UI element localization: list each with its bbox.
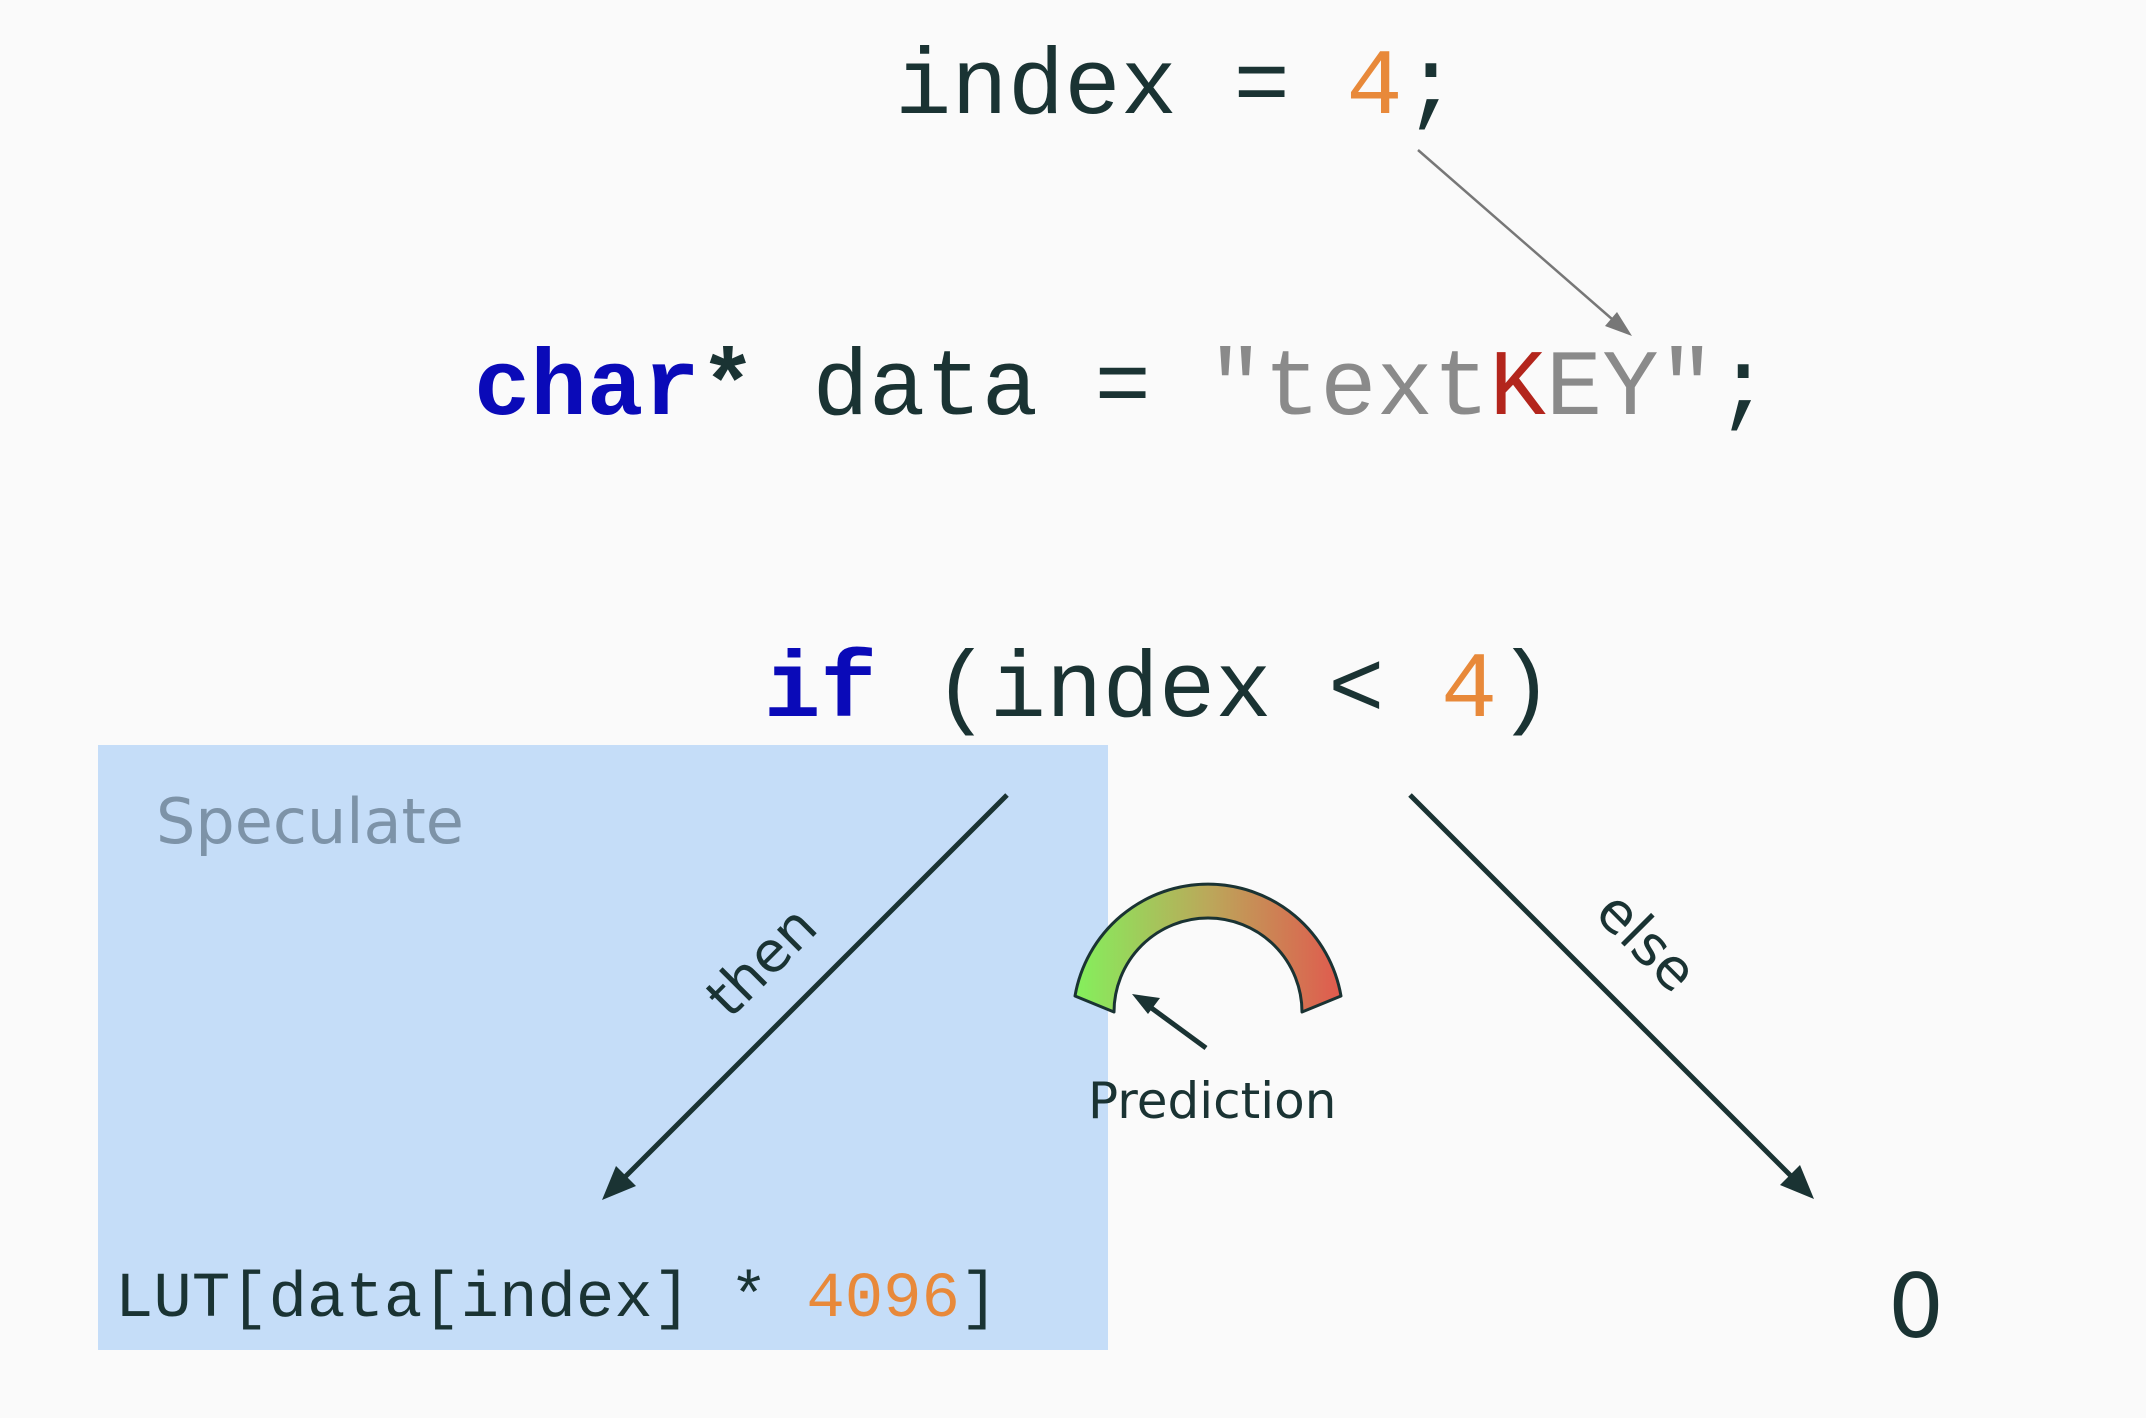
speculate-region bbox=[98, 745, 1108, 1350]
semicolon: ; bbox=[1715, 337, 1772, 443]
char-keyword: char bbox=[474, 337, 700, 443]
close-bracket: ] bbox=[959, 1264, 999, 1336]
string-text-part: "text bbox=[1207, 337, 1490, 443]
then-result-code: LUT[data[index] * 4096] bbox=[115, 1268, 998, 1332]
code-line-data-declaration: char* data = "textKEY"; bbox=[474, 343, 1771, 437]
assign-op: = bbox=[1038, 337, 1208, 443]
index-to-string-arrow bbox=[1417, 149, 1632, 336]
data-var: data bbox=[756, 337, 1039, 443]
string-rest-part: EY" bbox=[1545, 337, 1716, 443]
else-result: 0 bbox=[1888, 1255, 1944, 1358]
index-var: index bbox=[895, 36, 1178, 142]
if-keyword: if bbox=[764, 639, 877, 745]
assign-op: = bbox=[1177, 36, 1347, 142]
index-value: 4 bbox=[1346, 36, 1403, 142]
else-arrow bbox=[1408, 793, 1814, 1199]
prediction-label: Prediction bbox=[1088, 1072, 1337, 1130]
then-arrow bbox=[602, 793, 1009, 1200]
string-highlighted-char: K bbox=[1489, 337, 1546, 443]
code-line-index-assignment: index = 4; bbox=[895, 42, 1459, 136]
gauge-needle-arrow bbox=[1132, 994, 1208, 1051]
close-paren: ) bbox=[1497, 639, 1554, 745]
code-line-if-condition: if (index < 4) bbox=[764, 645, 1554, 739]
pointer-star: * bbox=[699, 337, 757, 443]
semicolon: ; bbox=[1402, 36, 1460, 142]
condition-value: 4 bbox=[1440, 639, 1498, 745]
lut-multiplier: 4096 bbox=[806, 1264, 960, 1336]
speculate-label: Speculate bbox=[156, 785, 464, 858]
condition-text: (index < bbox=[876, 639, 1441, 745]
then-label: then bbox=[694, 894, 830, 1030]
prediction-gauge bbox=[1073, 882, 1343, 1014]
lut-expression: LUT[data[index] * bbox=[115, 1264, 807, 1336]
